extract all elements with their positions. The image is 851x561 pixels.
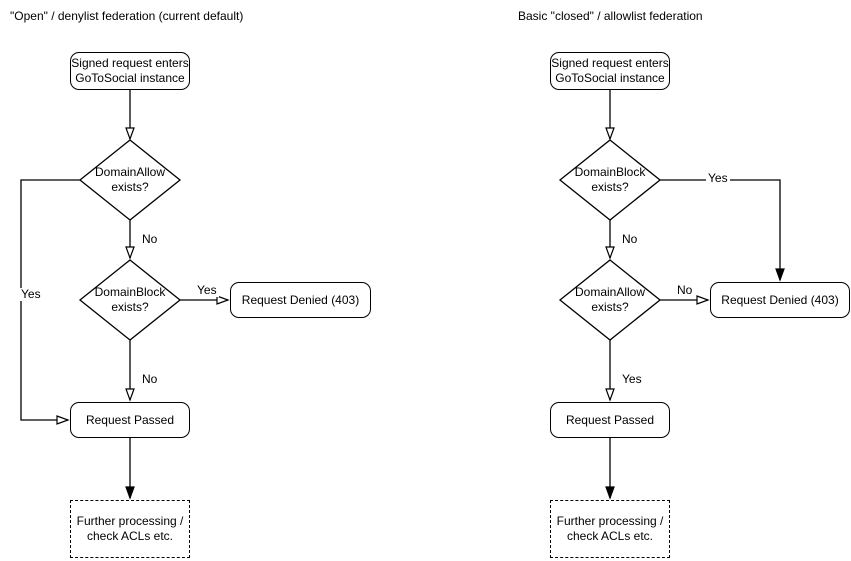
left-decision1-yes-label: Yes: [19, 287, 43, 301]
left-decision2-yes-label: Yes: [195, 283, 219, 297]
left-decision2-no-label: No: [140, 372, 160, 386]
right-decision1-diamond: [558, 139, 662, 221]
right-further-line2: check ACLs etc.: [566, 529, 654, 543]
left-further-line1: Further processing /: [76, 514, 184, 528]
right-start-node: Signed request enters GoToSocial instanc…: [550, 52, 670, 90]
left-passed-node: Request Passed: [70, 402, 190, 438]
right-decision2-no-label: No: [675, 283, 695, 297]
right-decision2-diamond: [558, 259, 662, 341]
left-start-line1: Signed request enters: [71, 56, 189, 70]
left-denied-node: Request Denied (403): [230, 282, 371, 318]
right-start-line1: Signed request enters: [551, 56, 669, 70]
right-further-line1: Further processing /: [556, 514, 664, 528]
right-chart-title: Basic "closed" / allowlist federation: [518, 9, 703, 23]
left-decision2-diamond: [78, 259, 182, 341]
left-further-processing-node: Further processing / check ACLs etc.: [70, 500, 190, 558]
left-decision1-diamond: [78, 139, 182, 221]
left-further-line2: check ACLs etc.: [86, 529, 174, 543]
right-further-processing-node: Further processing / check ACLs etc.: [550, 500, 670, 558]
right-decision2-yes-label: Yes: [620, 372, 644, 386]
right-start-line2: GoToSocial instance: [555, 71, 665, 85]
left-chart-title: "Open" / denylist federation (current de…: [10, 9, 244, 23]
left-decision1-no-label: No: [140, 232, 160, 246]
right-denied-node: Request Denied (403): [710, 282, 850, 318]
right-decision1-yes-label: Yes: [706, 171, 730, 185]
right-decision1-no-label: No: [620, 232, 640, 246]
left-start-line2: GoToSocial instance: [75, 71, 185, 85]
left-start-node: Signed request enters GoToSocial instanc…: [70, 52, 190, 90]
right-edge-decision1-yes: [660, 179, 785, 282]
right-passed-node: Request Passed: [550, 402, 670, 438]
